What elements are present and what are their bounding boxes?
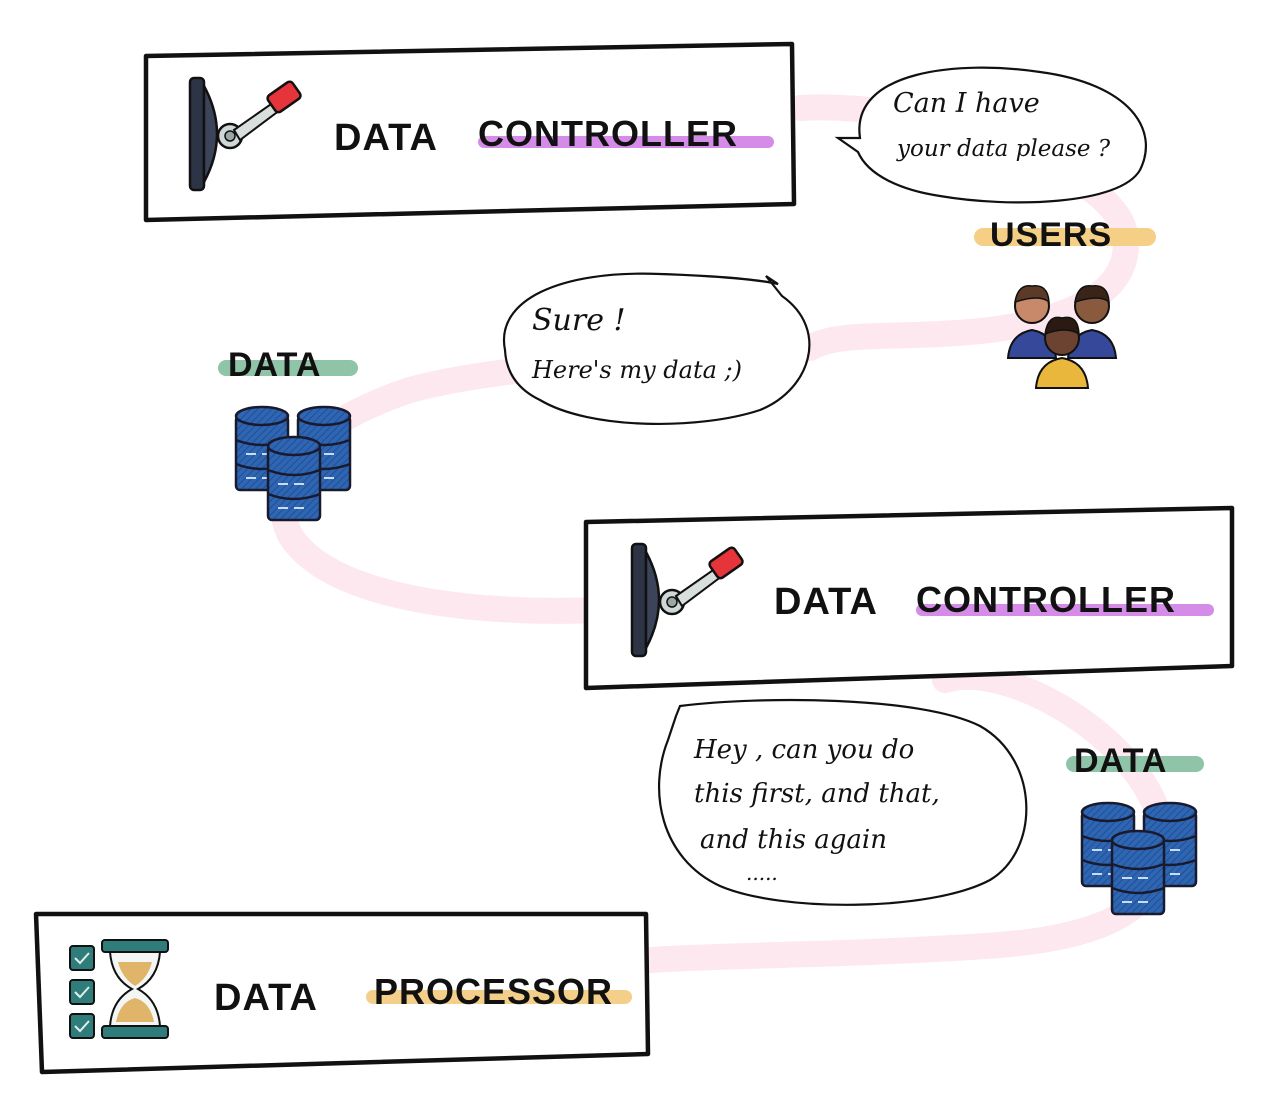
data-controller-box-mid: DATA CONTROLLER — [583, 505, 1235, 691]
data-left-label: DATA — [228, 346, 321, 384]
processor-underline — [366, 990, 632, 1004]
controller-word-controller: CONTROLLER — [478, 113, 738, 154]
hourglass-checklist-icon — [69, 939, 169, 1039]
user-group-icon — [1006, 285, 1118, 389]
data-right-label: DATA — [1074, 742, 1167, 780]
data-controller-box-top: DATA CONTROLLER — [143, 41, 797, 223]
orders-line-2: this first, and that, — [694, 779, 940, 809]
data-left-underline — [218, 360, 358, 376]
orders-line-1: Hey , can you do — [693, 735, 914, 765]
controller-underline — [478, 136, 774, 148]
orders-line-4: ..... — [746, 861, 778, 885]
data-store-left: DATA — [218, 346, 358, 522]
data-store-right: DATA — [1066, 742, 1204, 916]
ask-line-1: Can I have — [893, 88, 1040, 119]
controller-word-data: DATA — [334, 117, 438, 159]
data-right-underline — [1066, 756, 1204, 772]
ask-line-2: your data please ? — [896, 136, 1111, 162]
users-group: USERS — [974, 216, 1156, 389]
processor-word-processor: PROCESSOR — [374, 971, 613, 1012]
users-label: USERS — [990, 216, 1112, 254]
speech-bubble-reply: Sure ! Here's my data ;) — [502, 272, 811, 426]
controller-underline — [916, 604, 1214, 616]
speech-bubble-ask: Can I have your data please ? — [834, 66, 1147, 204]
database-stack-icon — [234, 405, 352, 522]
users-underline — [974, 228, 1156, 246]
controller-word-controller: CONTROLLER — [916, 579, 1176, 620]
speech-bubble-orders: Hey , can you do this first, and that, a… — [657, 698, 1028, 906]
processor-word-data: DATA — [214, 977, 318, 1019]
reply-line-2: Here's my data ;) — [531, 356, 742, 384]
database-stack-icon — [1080, 801, 1198, 916]
controller-word-data: DATA — [774, 581, 878, 623]
orders-line-3: and this again — [700, 825, 887, 855]
data-processor-box: DATA PROCESSOR — [33, 911, 651, 1075]
reply-line-1: Sure ! — [532, 303, 626, 338]
